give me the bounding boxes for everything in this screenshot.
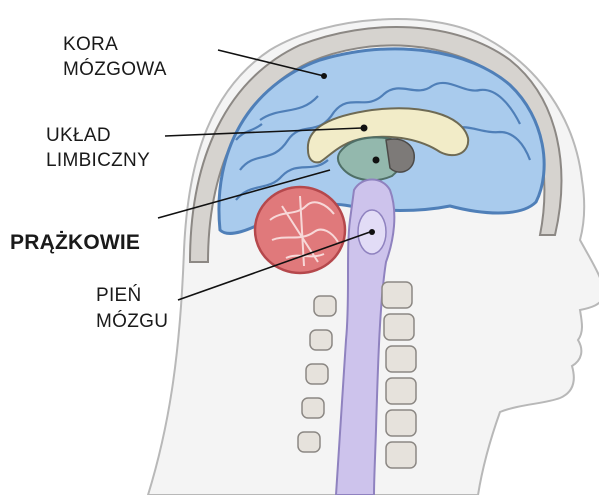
cortex-label-line1: KORA bbox=[63, 32, 118, 57]
limbic-label-line1: UKŁAD bbox=[46, 123, 111, 148]
striatum-label: PRĄŻKOWIE bbox=[10, 230, 140, 255]
limbic-label-line2: LIMBICZNY bbox=[46, 148, 150, 173]
limbic-pointer-2 bbox=[373, 157, 380, 164]
limbic-pointer bbox=[361, 125, 368, 132]
cortex-label-line2: MÓZGOWA bbox=[63, 57, 167, 82]
brainstem-label-line2: MÓZGU bbox=[96, 309, 168, 334]
cortex-pointer bbox=[321, 73, 327, 79]
brainstem-pointer bbox=[369, 229, 375, 235]
brainstem-label-line1: PIEŃ bbox=[96, 283, 142, 308]
